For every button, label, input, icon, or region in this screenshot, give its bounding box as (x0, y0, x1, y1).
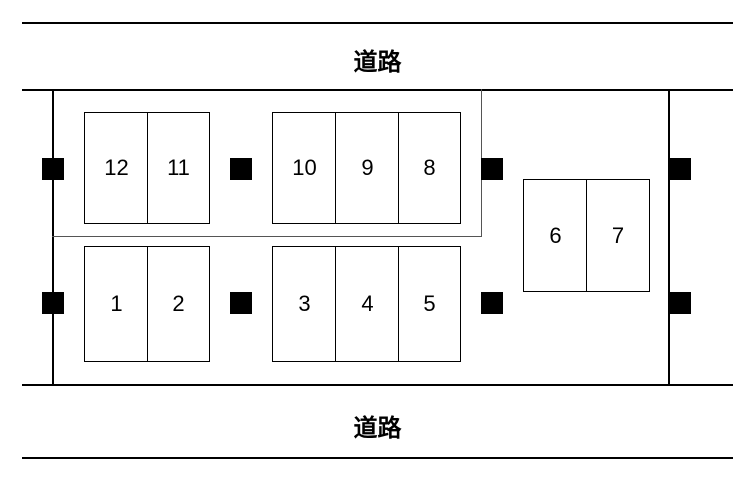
bottom-road-lower-edge (22, 457, 733, 459)
parking-space-11: 11 (147, 112, 210, 224)
lot-left-edge (52, 89, 54, 385)
parking-space-6: 6 (523, 179, 588, 292)
bottom-road-upper-edge (22, 384, 733, 386)
parking-space-1: 1 (84, 246, 149, 362)
parking-space-12: 12 (84, 112, 149, 224)
parking-space-8: 8 (398, 112, 461, 224)
post-center-right-lower (481, 292, 503, 314)
upper-section-bottom-divider (52, 236, 482, 237)
top-road-upper-edge (22, 22, 733, 24)
top-road-lower-edge (22, 89, 733, 91)
parking-space-7: 7 (586, 179, 650, 292)
bottom-road-label: 道路 (353, 414, 402, 442)
post-left-lower (42, 292, 64, 314)
parking-space-3: 3 (272, 246, 337, 362)
post-right-upper (669, 158, 691, 180)
post-center-right-upper (481, 158, 503, 180)
parking-space-4: 4 (335, 246, 400, 362)
parking-space-9: 9 (335, 112, 400, 224)
top-road-label: 道路 (353, 48, 402, 76)
parking-space-2: 2 (147, 246, 210, 362)
parking-space-5: 5 (398, 246, 461, 362)
post-center-left-upper (230, 158, 252, 180)
parking-space-10: 10 (272, 112, 337, 224)
post-left-upper (42, 158, 64, 180)
post-right-lower (669, 292, 691, 314)
lot-right-edge (668, 89, 670, 385)
post-center-left-lower (230, 292, 252, 314)
